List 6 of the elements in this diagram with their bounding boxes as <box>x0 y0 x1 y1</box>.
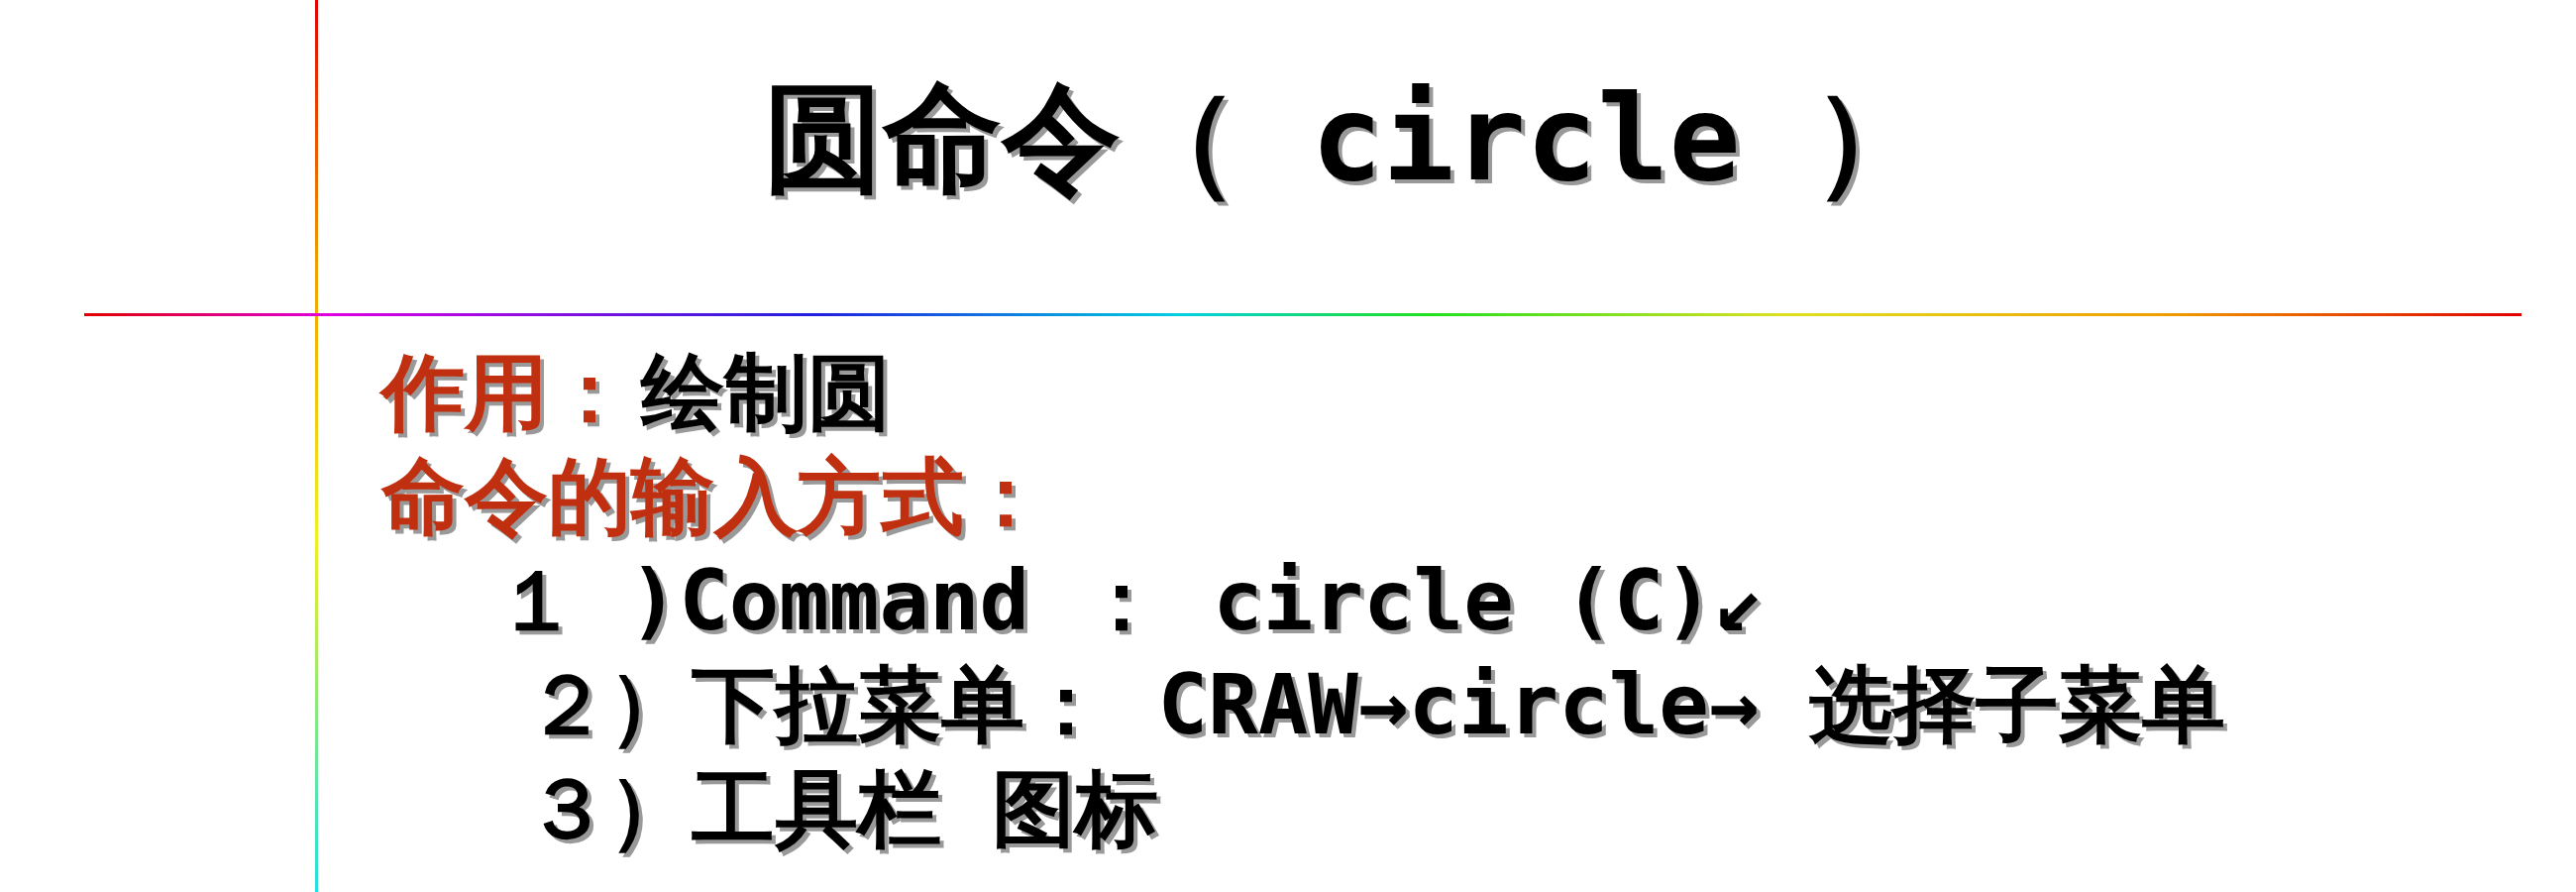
list-item: １ )Command ： circle (C)↙ <box>495 551 1765 651</box>
body-text: 绘制圆 <box>641 343 891 443</box>
section-heading: 命令的输入方式： <box>381 447 1047 547</box>
slide-title: 圆命令（ circle ） <box>764 68 1931 209</box>
list-item: ２）下拉菜单： CRAW→circle→ 选择子菜单 <box>525 655 2225 755</box>
list-item: ３）工具栏 图标 <box>525 759 1158 859</box>
